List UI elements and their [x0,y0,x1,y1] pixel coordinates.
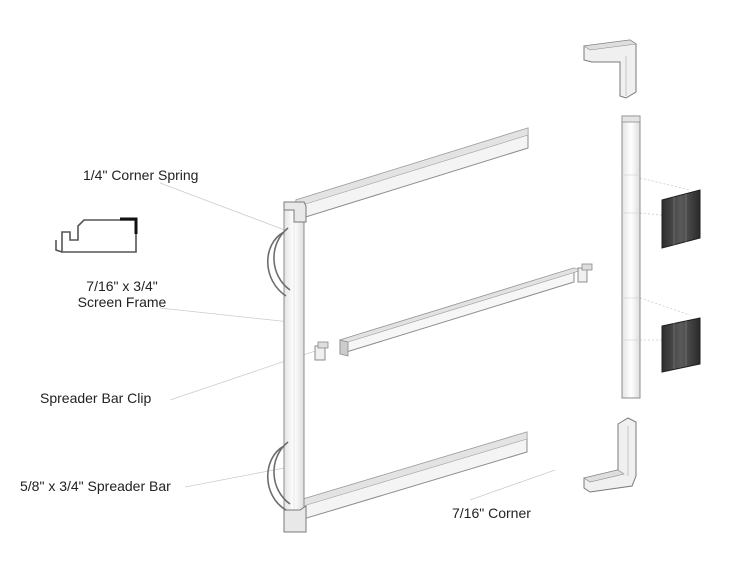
screen-frame-label: 7/16" x 3/4" Screen Frame [58,278,186,310]
corner-spring-top [661,189,701,249]
spreader-bar-clip-label: Spreader Bar Clip [40,390,152,406]
screen-frame-label-line1: 7/16" x 3/4" [86,278,158,294]
spreader-bar-label: 5/8" x 3/4" Spreader Bar [20,478,171,494]
right-frame-stile [621,115,641,399]
top-corner-piece [583,39,637,99]
corner-spring-bottom [661,317,701,373]
top-frame-rail [295,127,529,221]
leader-lines [159,177,691,501]
corner-label: 7/16" Corner [452,505,531,521]
screen-frame-profile [55,217,138,253]
spreader-bar [338,267,584,357]
spreader-bar-clips [314,263,593,361]
screen-frame-label-line2: Screen Frame [77,294,167,310]
left-frame-stile [283,201,307,533]
corner-spring-label: 1/4" Corner Spring [83,167,199,183]
left-corner-springs [266,227,291,511]
bottom-corner-piece [583,417,637,493]
